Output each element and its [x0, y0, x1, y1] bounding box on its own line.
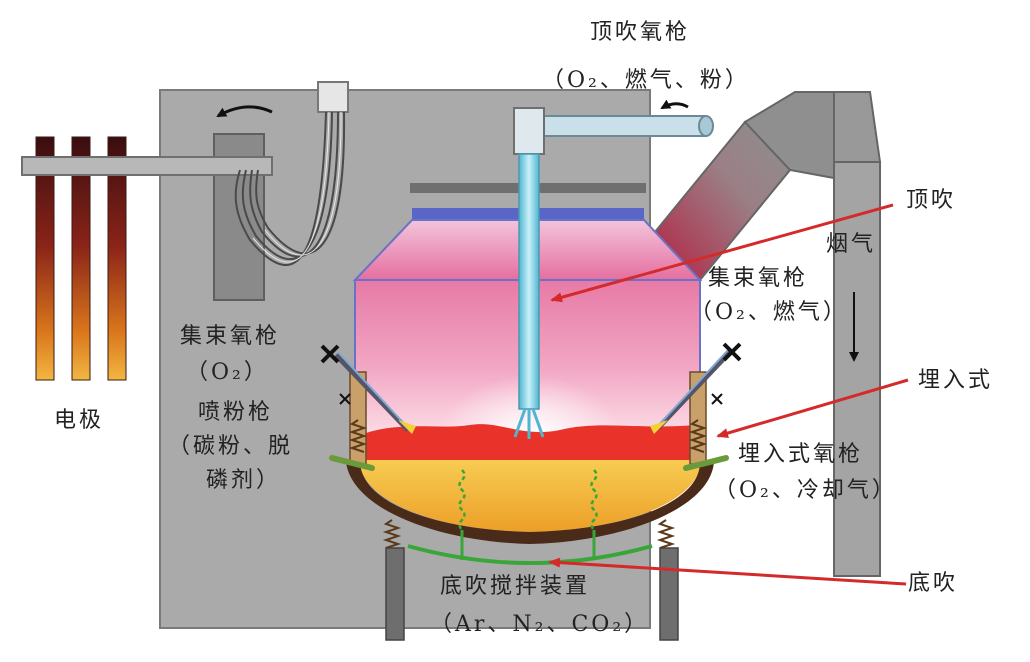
cluster-lance-right: [650, 342, 742, 434]
label-top-lance-gas: （O₂、燃气、粉）: [542, 68, 750, 93]
label-electrode: 电极: [54, 408, 105, 433]
buried-tuyeres: [329, 455, 729, 471]
top-lance-arm: [539, 115, 709, 137]
electrode-arm: [21, 156, 273, 176]
cables: [234, 111, 346, 266]
molten-bath: [360, 460, 700, 532]
hearth-shell: [346, 462, 714, 544]
label-cluster-lance-right: 集束氧枪: [708, 266, 809, 291]
label-flue-gas: 烟气: [826, 232, 877, 257]
rotate-arrow-icon: [216, 105, 273, 118]
label-cluster-lance-left: 集束氧枪: [180, 324, 281, 349]
label-top-blow: 顶吹: [906, 188, 957, 213]
bottom-stir-plugs: [407, 469, 653, 565]
label-buried: 埋入式: [918, 368, 994, 393]
top-lance: [518, 153, 540, 410]
lance-nozzle: [513, 408, 545, 439]
cable-hanger: [317, 81, 349, 113]
label-cluster-lance-right-gas: （O₂、燃气）: [690, 300, 848, 325]
label-bottom-blow: 底吹: [908, 571, 959, 596]
leg-left: [385, 547, 405, 641]
label-cluster-lance-left-gas: （O₂）: [186, 360, 269, 385]
label-powder-gun: 喷粉枪: [198, 400, 274, 425]
cluster-lance-left: [320, 344, 416, 434]
callout-arrows: [548, 203, 909, 586]
label-bottom-stir: 底吹搅拌装置: [440, 574, 591, 599]
top-lance-clamp: [513, 107, 545, 155]
label-bottom-stir-gas: （Ar、N₂、CO₂）: [430, 612, 650, 637]
flue-stack: [833, 161, 881, 577]
leg-right: [659, 547, 679, 641]
label-powder-gun-gas-2: 磷剂）: [206, 468, 282, 493]
label-buried-lance: 埋入式氧枪: [738, 442, 864, 467]
label-buried-lance-gas: （O₂、冷却气）: [714, 478, 897, 503]
lance-swing-arrow-icon: [660, 99, 689, 110]
electrode-rods: [35, 136, 127, 381]
slag-layer: [360, 424, 700, 462]
label-powder-gun-gas-1: （碳粉、脱: [168, 434, 294, 459]
label-top-lance: 顶吹氧枪: [590, 20, 691, 45]
